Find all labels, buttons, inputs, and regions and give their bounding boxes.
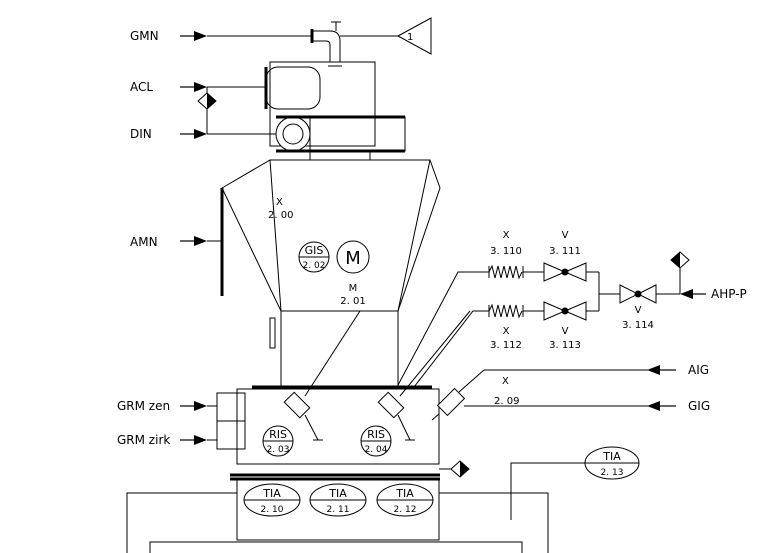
- din-feed: DIN: [130, 127, 276, 141]
- vessel-letter: X: [276, 197, 283, 208]
- silencer-3110-letter: X: [503, 230, 510, 241]
- ris-203-function: RIS: [269, 428, 287, 441]
- silencer-3110-number: 3. 110: [490, 246, 522, 257]
- gmn-outlet-pipe: [310, 21, 398, 67]
- grm-zen-arrow-icon: [194, 401, 207, 411]
- ris-204-number: 2. 04: [365, 445, 388, 455]
- gig-label: GIG: [688, 399, 710, 413]
- level-diamond-icon: [439, 460, 470, 478]
- gmn-arrow-icon: [194, 31, 207, 41]
- grm-zirk-arrow-icon: [194, 435, 207, 445]
- sensor-209-letter: X: [502, 376, 509, 387]
- tia-210-bubble: TIA 2. 10: [243, 483, 301, 517]
- tia-212-bubble: TIA 2. 12: [376, 483, 434, 517]
- aig-label: AIG: [688, 363, 709, 377]
- grm-zirk-feed: GRM zirk: [117, 433, 217, 447]
- tia-211-bubble: TIA 2. 11: [309, 483, 367, 517]
- tia-211-number: 2. 11: [327, 505, 350, 515]
- gis-202-bubble: GIS 2. 02: [298, 241, 330, 273]
- gmn-feed: GMN: [130, 29, 312, 43]
- air-branch-piping: [396, 271, 680, 388]
- motor-symbol: M: [345, 248, 361, 269]
- acl-feed: ACL: [130, 80, 266, 94]
- silencer-3112-letter: X: [503, 326, 510, 337]
- motor-icon: M M 2. 01: [336, 240, 370, 307]
- acl-arrow-icon: [194, 82, 207, 92]
- ris-204-bubble: RIS 2. 04: [360, 425, 392, 457]
- tia-210-number: 2. 10: [261, 505, 284, 515]
- valve-3111-icon: V 3. 111: [543, 230, 587, 282]
- amn-feed: AMN: [130, 235, 222, 249]
- motor-letter: M: [349, 283, 358, 294]
- gig-feed: GIG: [647, 399, 710, 413]
- ris-204-function: RIS: [367, 428, 385, 441]
- gig-arrow-icon: [647, 401, 660, 411]
- ahp-p-label: AHP-P: [711, 287, 747, 301]
- silencer-3110-icon: X 3. 110: [488, 230, 524, 280]
- motor-number: 2. 01: [340, 296, 365, 307]
- silencer-number: 1: [407, 32, 413, 43]
- tia-211-function: TIA: [328, 487, 347, 500]
- valve-3114-letter: V: [635, 305, 642, 316]
- sensor-209-number: 2. 09: [494, 396, 519, 407]
- ahp-p-arrow-icon: [680, 289, 693, 299]
- din-arrow-icon: [194, 129, 207, 139]
- probe-203: [283, 310, 361, 441]
- silencer-3112-icon: X 3. 112: [488, 303, 524, 351]
- valve-3111-number: 3. 111: [549, 246, 581, 257]
- valve-3114-number: 3. 114: [622, 320, 654, 331]
- tia-212-function: TIA: [395, 487, 414, 500]
- valve-3111-letter: V: [562, 230, 569, 241]
- tia-213-number: 2. 13: [601, 468, 624, 478]
- din-label: DIN: [130, 127, 152, 141]
- vessel-number: 2. 00: [268, 210, 293, 221]
- acl-label: ACL: [130, 80, 153, 94]
- gmn-label: GMN: [130, 29, 159, 43]
- sensor-209: X 2. 09: [431, 369, 648, 421]
- grm-zen-feed: GRM zen: [117, 399, 217, 413]
- valve-3113-letter: V: [562, 326, 569, 337]
- amn-arrow-icon: [194, 236, 207, 246]
- grm-zen-label: GRM zen: [117, 399, 170, 413]
- tia-213-function: TIA: [602, 450, 621, 463]
- valve-3113-icon: V 3. 113: [543, 301, 587, 351]
- valve-3113-number: 3. 113: [549, 340, 581, 351]
- valve-3114-icon: V 3. 114: [619, 284, 657, 331]
- check-valve-diamond-icon: [197, 87, 217, 134]
- main-vessel: X 2. 00: [220, 159, 441, 388]
- aig-arrow-icon: [647, 365, 660, 375]
- tia-210-function: TIA: [262, 487, 281, 500]
- silencer-3112-number: 3. 112: [490, 340, 522, 351]
- tia-212-number: 2. 12: [394, 505, 417, 515]
- tia-213-bubble: TIA 2. 13: [510, 446, 640, 520]
- gis-202-number: 2. 02: [303, 261, 326, 271]
- aig-feed: AIG: [647, 363, 709, 377]
- ahp-p-feed: AHP-P: [670, 251, 747, 301]
- ris-203-number: 2. 03: [267, 445, 290, 455]
- grm-zirk-label: GRM zirk: [117, 433, 170, 447]
- silencer-icon: 1: [396, 17, 432, 55]
- ris-203-bubble: RIS 2. 03: [262, 425, 294, 457]
- probe-204: [377, 310, 471, 441]
- amn-label: AMN: [130, 235, 158, 249]
- gis-202-function: GIS: [305, 244, 324, 257]
- lower-chamber: [126, 385, 549, 553]
